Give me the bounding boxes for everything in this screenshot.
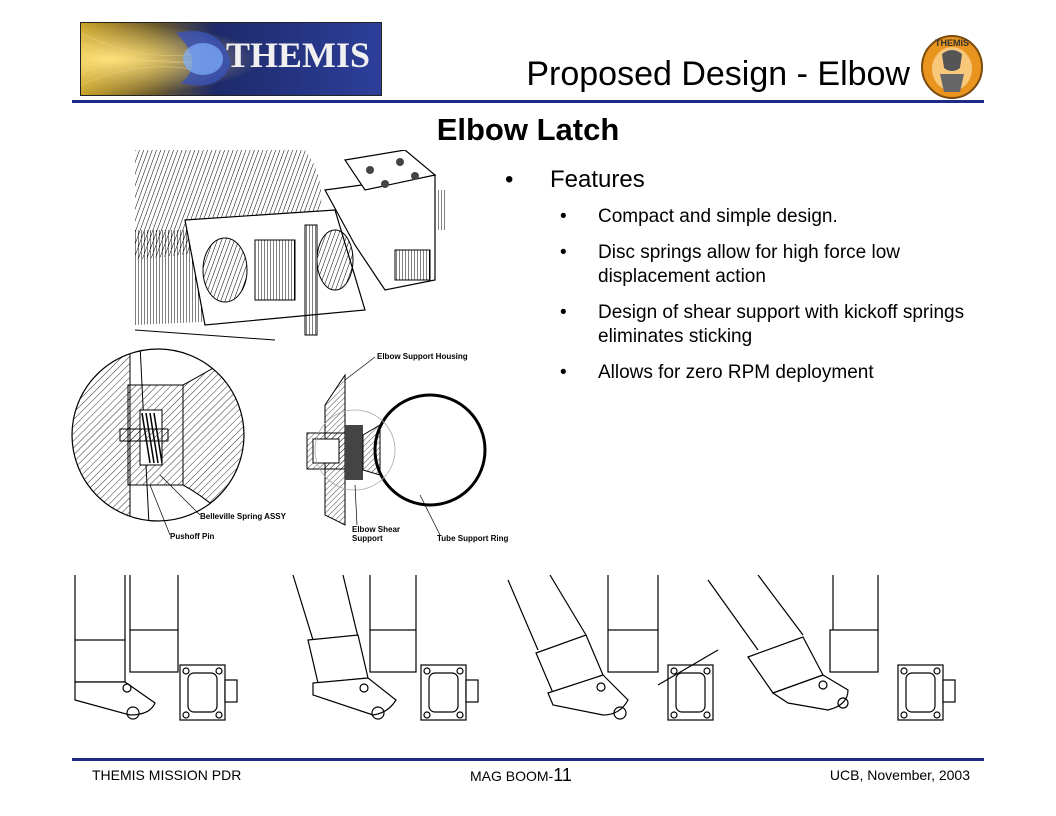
- footer-rule: [72, 758, 984, 761]
- label-belleville-spring: Belleville Spring ASSY: [200, 512, 287, 521]
- sub-bullet: •Design of shear support with kickoff sp…: [560, 302, 965, 347]
- label-elbow-shear-support-2: Support: [352, 534, 383, 543]
- label-elbow-shear-support-1: Elbow Shear: [352, 525, 400, 534]
- sub-bullet: •Allows for zero RPM deployment: [560, 362, 874, 383]
- spring-detail-section: Belleville Spring ASSY Pushoff Pin: [70, 345, 290, 545]
- sub-bullet: •Disc springs allow for high force low d…: [560, 242, 901, 287]
- deployment-sequence: [60, 574, 990, 740]
- themis-logo-banner: THEMIS: [80, 22, 382, 96]
- footer-page: MAG BOOM-11: [470, 765, 572, 785]
- stage-2: [292, 574, 479, 721]
- themis-seal-icon: THEMIS: [920, 34, 984, 100]
- label-pushoff-pin: Pushoff Pin: [170, 532, 215, 541]
- logo-text: THEMIS: [226, 35, 370, 75]
- stage-4: [707, 574, 956, 721]
- label-tube-support-ring: Tube Support Ring: [437, 534, 509, 543]
- sub-bullet: •Compact and simple design.: [560, 206, 838, 227]
- tube-ring-section: Elbow Support Housing Elbow Shear Suppor…: [295, 345, 515, 550]
- footer-left: THEMIS MISSION PDR: [92, 767, 242, 783]
- stage-3: [507, 574, 719, 721]
- bullet-features: •Features: [505, 166, 645, 193]
- header-rule: [72, 100, 984, 103]
- slide-heading: Elbow Latch: [436, 112, 620, 147]
- stage-1: [74, 575, 238, 721]
- footer-right: UCB, November, 2003: [829, 767, 970, 783]
- label-elbow-support-housing: Elbow Support Housing: [377, 352, 468, 361]
- page-title: Proposed Design - Elbow: [526, 55, 910, 93]
- svg-text:THEMIS: THEMIS: [935, 38, 969, 48]
- latch-3d-render: [134, 149, 450, 342]
- feature-bullets: •Features •Compact and simple design. •D…: [505, 165, 985, 397]
